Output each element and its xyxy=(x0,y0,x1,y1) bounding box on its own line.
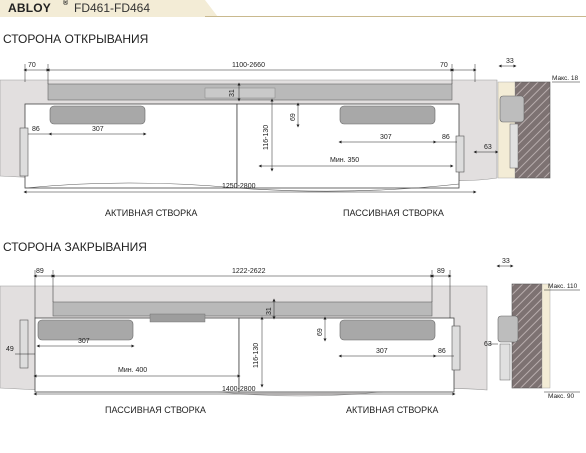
closer-body-left xyxy=(49,105,146,125)
dim-left-edge: 86 xyxy=(32,126,40,133)
side2-max-bottom: Макс. 90 xyxy=(548,393,574,400)
section-opening-title: СТОРОНА ОТКРЫВАНИЯ xyxy=(3,32,149,46)
dim-total: 1250-2800 xyxy=(222,183,256,190)
hinge-right xyxy=(455,135,465,173)
dim2-left-offset: 89 xyxy=(36,268,44,275)
dim-body-right: 307 xyxy=(380,134,392,141)
dim-body-left: 307 xyxy=(92,126,104,133)
dim-rail-length: 1100-2660 xyxy=(232,62,265,69)
side-closer-2 xyxy=(497,315,519,343)
dim-left-offset: 70 xyxy=(28,62,36,69)
dim-min-width: Мин. 350 xyxy=(330,157,359,164)
header-tab xyxy=(0,0,218,17)
dim2-right-edge: 86 xyxy=(438,348,446,355)
dim2-vertical-range: 116-130 xyxy=(253,343,260,368)
dim-right-edge: 86 xyxy=(442,134,450,141)
section-closing-title: СТОРОНА ЗАКРЫВАНИЯ xyxy=(3,240,147,254)
dim2-rail-length: 1222-2622 xyxy=(232,268,266,275)
dim2-right-offset: 89 xyxy=(437,268,445,275)
hinge-left-2 xyxy=(19,319,29,369)
brand-name: ABLOY xyxy=(8,1,51,15)
dim2-arm-gap: 69 xyxy=(317,328,324,336)
closing-right-leaf-label: АКТИВНАЯ СТВОРКА xyxy=(346,405,438,415)
closing-side-view: 33 63 Макс. 110 Макс. 90 xyxy=(484,258,580,400)
side-top-dim: 33 xyxy=(506,58,514,65)
dim-rail-height: 31 xyxy=(229,89,236,97)
dim2-body-left: 307 xyxy=(78,338,90,345)
closer-body-left-2 xyxy=(37,319,134,341)
side2-depth-dim: 63 xyxy=(484,341,492,348)
dim2-total: 1400-2800 xyxy=(222,386,256,393)
side-closer xyxy=(499,95,525,123)
dim-side-depth: 63 xyxy=(484,144,492,151)
closing-side-drawing: 89 1222-2622 89 31 69 116-130 49 307 307… xyxy=(0,268,488,397)
closer-body-right-2 xyxy=(339,319,436,341)
dim-arm-gap: 69 xyxy=(290,113,297,121)
slide-rail-2 xyxy=(52,301,433,317)
opening-side-view: 33 Макс. 18 xyxy=(497,58,580,179)
dim2-body-right: 307 xyxy=(376,348,388,355)
opening-side-drawing: 70 1100-2660 70 31 69 116-130 86 307 307… xyxy=(0,62,499,194)
header-rule xyxy=(205,16,586,17)
registered-mark: ® xyxy=(63,0,69,7)
header-bar: ABLOY ® FD461-FD464 xyxy=(0,0,586,20)
dim-vertical-range: 116-130 xyxy=(263,125,270,150)
side2-max-top: Макс. 110 xyxy=(548,283,578,290)
opening-right-leaf-label: ПАССИВНАЯ СТВОРКА xyxy=(343,208,444,218)
closing-left-leaf-label: ПАССИВНАЯ СТВОРКА xyxy=(105,405,206,415)
opening-left-leaf-label: АКТИВНАЯ СТВОРКА xyxy=(105,208,197,218)
dim2-min-width: Мин. 400 xyxy=(118,367,147,374)
hinge-right-2 xyxy=(451,325,461,371)
closer-body-right xyxy=(339,105,436,125)
model-range: FD461-FD464 xyxy=(74,1,151,15)
dim-right-offset: 70 xyxy=(440,62,448,69)
dim2-left-margin: 49 xyxy=(6,346,14,353)
hinge-left xyxy=(19,127,29,177)
dim2-rail-height: 31 xyxy=(266,307,273,315)
side2-top-dim: 33 xyxy=(502,258,510,265)
side-max-dim: Макс. 18 xyxy=(552,75,578,82)
